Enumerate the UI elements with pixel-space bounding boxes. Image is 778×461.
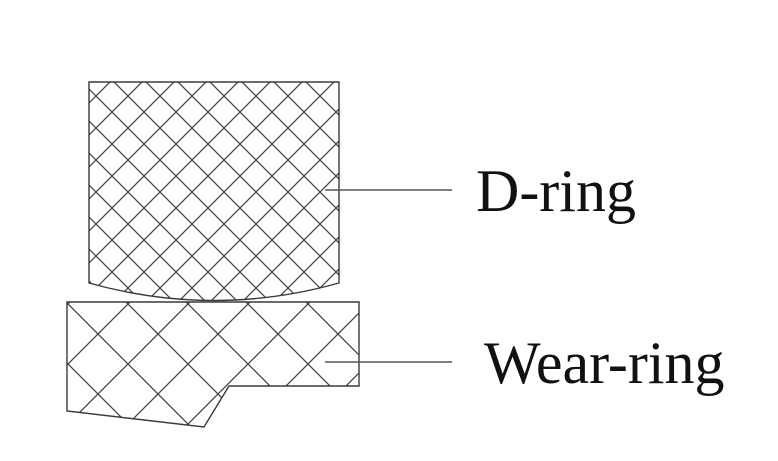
wear-ring-label: Wear-ring xyxy=(484,330,725,396)
wear-ring-shape xyxy=(66,301,360,428)
d-ring-label: D-ring xyxy=(476,158,636,224)
d-ring-shape xyxy=(88,81,340,302)
